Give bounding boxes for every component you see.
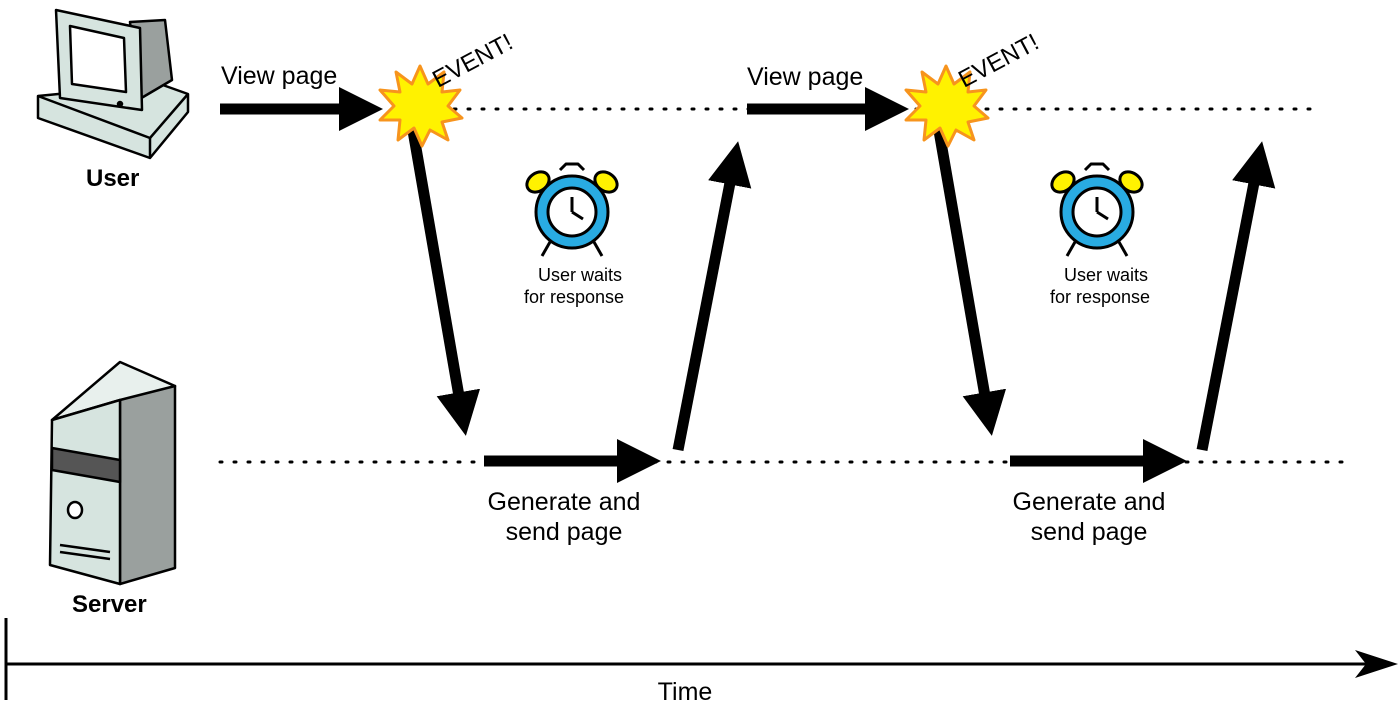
response-arrow-2 xyxy=(1196,141,1276,452)
generate-label-1-line1: Generate and xyxy=(488,488,641,516)
event-label-1: EVENT! xyxy=(428,29,517,94)
starburst-icon xyxy=(904,64,990,148)
event-label-2: EVENT! xyxy=(954,29,1043,94)
alarm-clock-icon xyxy=(1050,162,1144,257)
wait-label-2-line2: for response xyxy=(1050,287,1150,307)
time-axis-arrowhead xyxy=(1355,650,1398,678)
wait-label-2-line1: User waits xyxy=(1064,265,1148,285)
response-arrow-1 xyxy=(672,141,752,452)
generate-label-1-line2: send page xyxy=(506,518,623,546)
user-label: User xyxy=(86,165,139,192)
time-label: Time xyxy=(658,678,713,706)
alarm-clock-icon xyxy=(525,162,619,257)
wait-label-1-line2: for response xyxy=(524,287,624,307)
generate-label-2-line1: Generate and xyxy=(1013,488,1166,516)
request-arrow-1 xyxy=(406,124,481,436)
server-tower-icon xyxy=(48,360,177,586)
server-label: Server xyxy=(72,591,147,618)
wait-label-1-line1: User waits xyxy=(538,265,622,285)
request-arrow-2 xyxy=(932,124,1007,436)
generate-label-2-line2: send page xyxy=(1031,518,1148,546)
computer-icon xyxy=(36,8,190,160)
starburst-icon xyxy=(378,64,464,148)
view-page-label-1: View page xyxy=(221,62,337,90)
view-page-label-2: View page xyxy=(747,63,863,91)
